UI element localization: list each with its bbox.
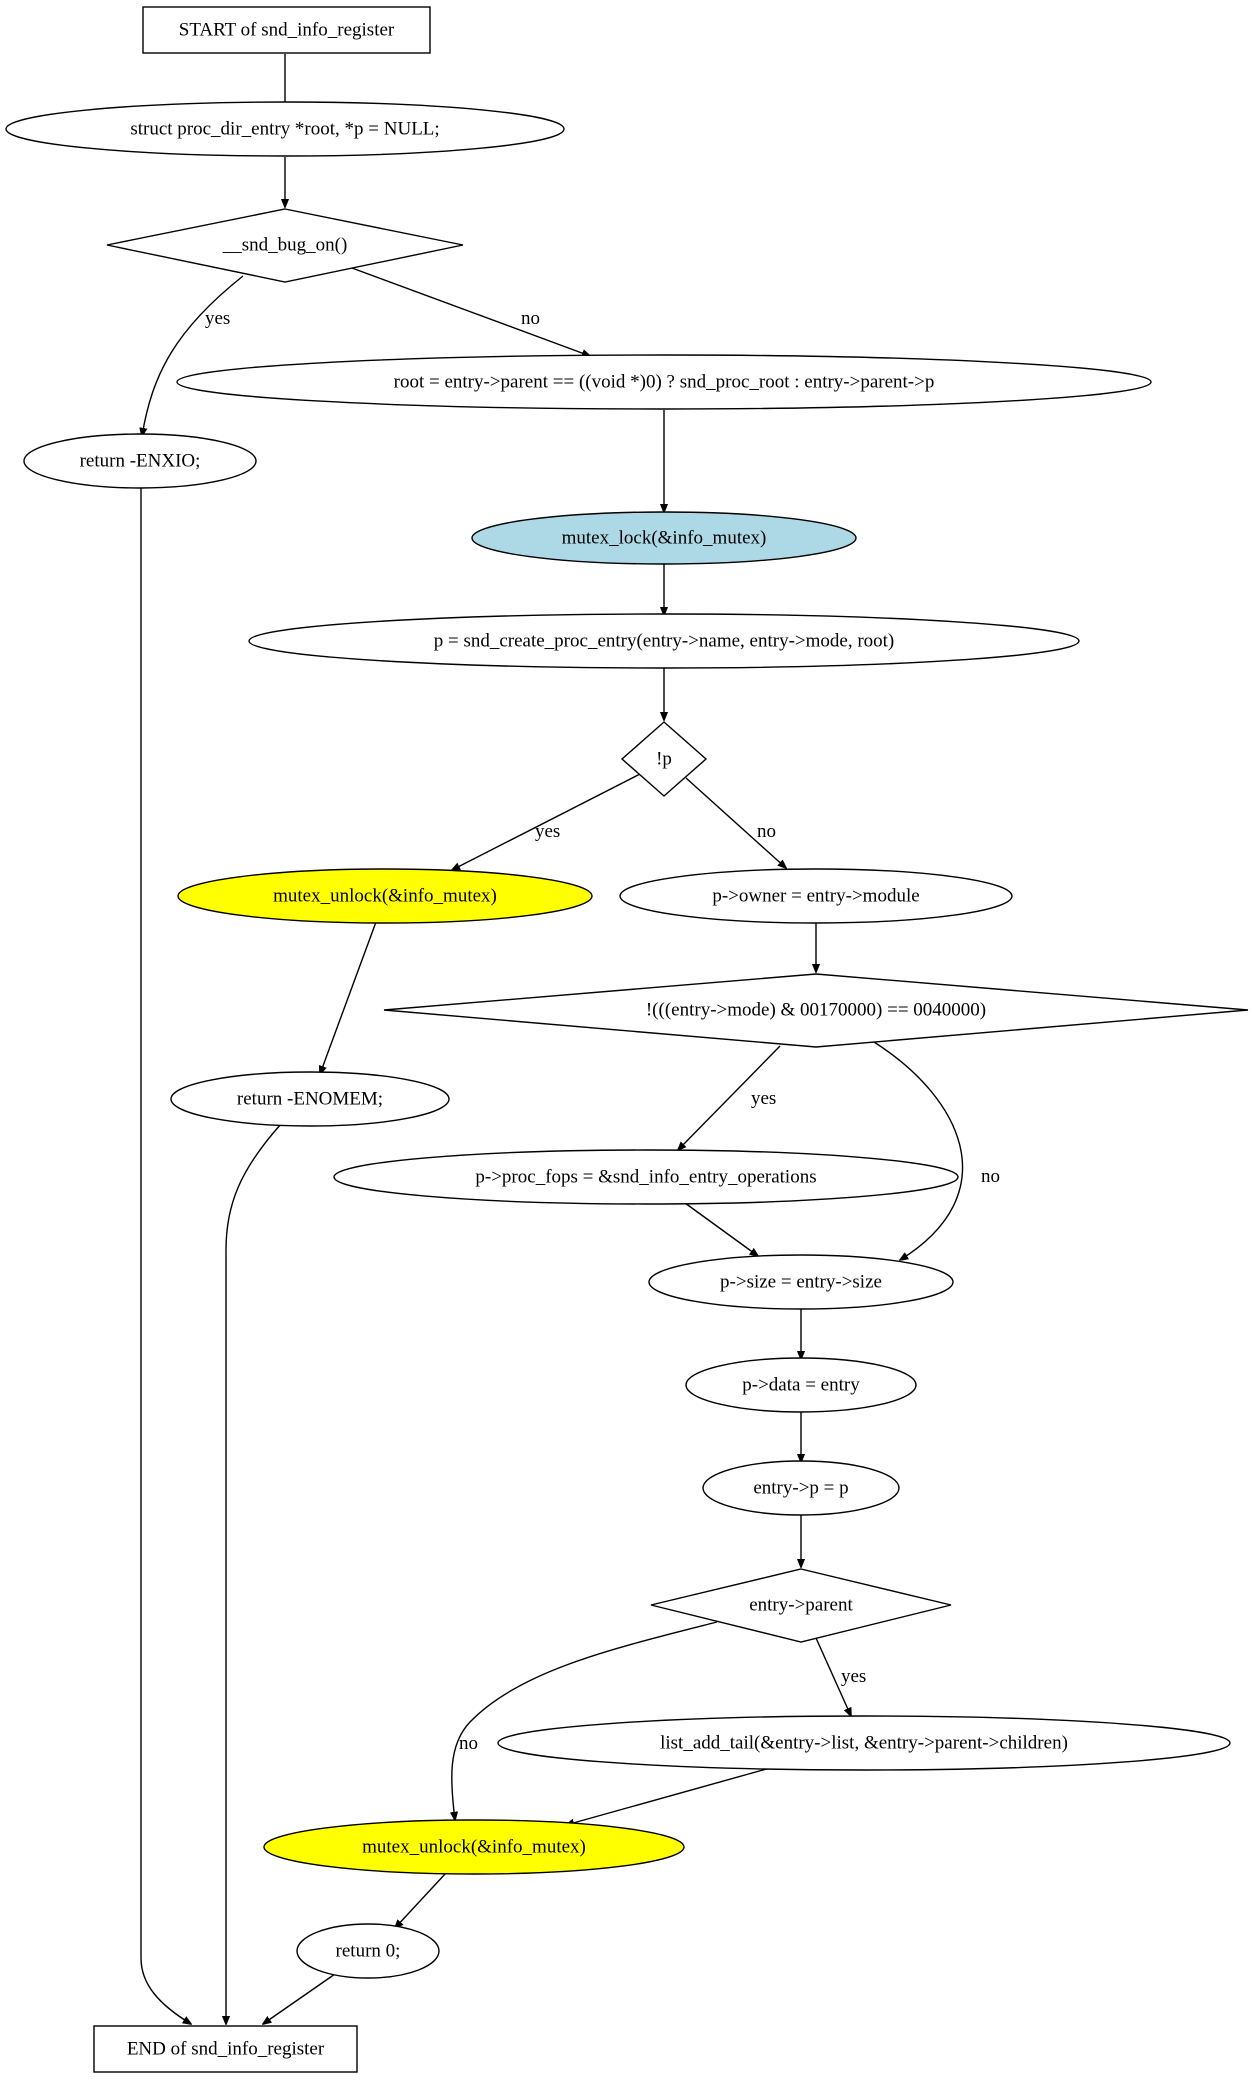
- node-decl: struct proc_dir_entry *root, *p = NULL;: [5, 101, 565, 157]
- nodes: START of snd_info_register struct proc_d…: [5, 6, 1249, 2073]
- edge-mode-no: [873, 1041, 964, 1260]
- node-mutex-unlock-1-label: mutex_unlock(&info_mutex): [273, 886, 497, 907]
- node-bug-on: __snd_bug_on(): [106, 208, 464, 283]
- edges: [140, 54, 964, 2024]
- edge-enomem-to-end: [226, 1123, 282, 2024]
- node-start: START of snd_info_register: [142, 6, 431, 54]
- node-bug-on-label: __snd_bug_on(): [222, 235, 348, 256]
- node-size: p->size = entry->size: [648, 1254, 954, 1310]
- node-mutex-unlock-1: mutex_unlock(&info_mutex): [177, 868, 593, 924]
- node-mutex-unlock-2: mutex_unlock(&info_mutex): [263, 1819, 685, 1875]
- node-proc-fops-label: p->proc_fops = &snd_info_entry_operation…: [475, 1167, 816, 1188]
- node-list-add-label: list_add_tail(&entry->list, &entry->pare…: [660, 1733, 1068, 1754]
- node-entry-p: entry->p = p: [702, 1460, 900, 1516]
- node-end: END of snd_info_register: [93, 2025, 358, 2073]
- node-return-enxio: return -ENXIO;: [23, 433, 257, 489]
- edge-ret0-to-end: [263, 1973, 336, 2024]
- node-not-p-label: !p: [656, 749, 672, 770]
- node-list-add: list_add_tail(&entry->list, &entry->pare…: [497, 1715, 1231, 1771]
- edge-unlock2-to-ret0: [395, 1872, 447, 1928]
- edge-parent-no: [452, 1621, 718, 1820]
- node-owner: p->owner = entry->module: [619, 868, 1013, 924]
- edge-label-mode-no: no: [981, 1166, 1000, 1187]
- edge-mode-yes: [678, 1045, 781, 1150]
- edge-notp-yes: [452, 773, 641, 870]
- edge-label-bug-no: no: [521, 308, 540, 329]
- edge-label-notp-yes: yes: [535, 821, 560, 842]
- node-mutex-unlock-2-label: mutex_unlock(&info_mutex): [362, 1837, 586, 1858]
- edge-notp-no: [685, 777, 786, 868]
- node-end-label: END of snd_info_register: [127, 2039, 325, 2060]
- node-root-assign: root = entry->parent == ((void *)0) ? sn…: [176, 354, 1152, 410]
- node-mode-check-label: !(((entry->mode) & 00170000) == 0040000): [646, 1000, 986, 1021]
- node-not-p: !p: [620, 721, 708, 797]
- node-create-entry: p = snd_create_proc_entry(entry->name, e…: [248, 613, 1080, 669]
- node-mutex-lock-label: mutex_lock(&info_mutex): [562, 528, 767, 549]
- node-parent-check-label: entry->parent: [749, 1595, 853, 1616]
- node-return-enomem-label: return -ENOMEM;: [237, 1089, 383, 1110]
- edge-bug-on-yes: [142, 275, 244, 436]
- node-proc-fops: p->proc_fops = &snd_info_entry_operation…: [333, 1149, 959, 1205]
- edge-fops-to-size: [684, 1202, 758, 1256]
- edge-enxio-to-end: [140, 488, 191, 2024]
- node-decl-label: struct proc_dir_entry *root, *p = NULL;: [130, 119, 439, 140]
- node-mutex-lock: mutex_lock(&info_mutex): [471, 511, 857, 565]
- edge-label-bug-yes: yes: [205, 308, 230, 329]
- node-entry-p-label: entry->p = p: [753, 1478, 848, 1499]
- edge-parent-yes: [815, 1637, 851, 1716]
- node-data-label: p->data = entry: [742, 1375, 860, 1396]
- edge-list-to-unlock2: [566, 1767, 771, 1825]
- node-return-0: return 0;: [296, 1923, 440, 1979]
- edge-labels: yes no yes no yes no yes no: [205, 308, 1000, 1754]
- edge-label-parent-no: no: [459, 1733, 478, 1754]
- node-create-entry-label: p = snd_create_proc_entry(entry->name, e…: [434, 631, 895, 652]
- node-data: p->data = entry: [685, 1357, 917, 1413]
- node-size-label: p->size = entry->size: [720, 1272, 882, 1293]
- node-parent-check: entry->parent: [650, 1568, 952, 1643]
- node-root-assign-label: root = entry->parent == ((void *)0) ? sn…: [394, 372, 935, 393]
- edge-bug-on-no: [351, 267, 590, 356]
- edge-label-notp-no: no: [757, 821, 776, 842]
- node-return-enxio-label: return -ENXIO;: [80, 451, 201, 472]
- edge-label-parent-yes: yes: [841, 1666, 866, 1687]
- node-return-0-label: return 0;: [336, 1941, 401, 1962]
- edge-unlock1-to-enomem: [320, 921, 377, 1074]
- node-mode-check: !(((entry->mode) & 00170000) == 0040000): [383, 973, 1249, 1048]
- node-return-enomem: return -ENOMEM;: [170, 1071, 450, 1127]
- node-start-label: START of snd_info_register: [179, 20, 395, 41]
- edge-label-mode-yes: yes: [751, 1088, 776, 1109]
- node-owner-label: p->owner = entry->module: [712, 886, 919, 907]
